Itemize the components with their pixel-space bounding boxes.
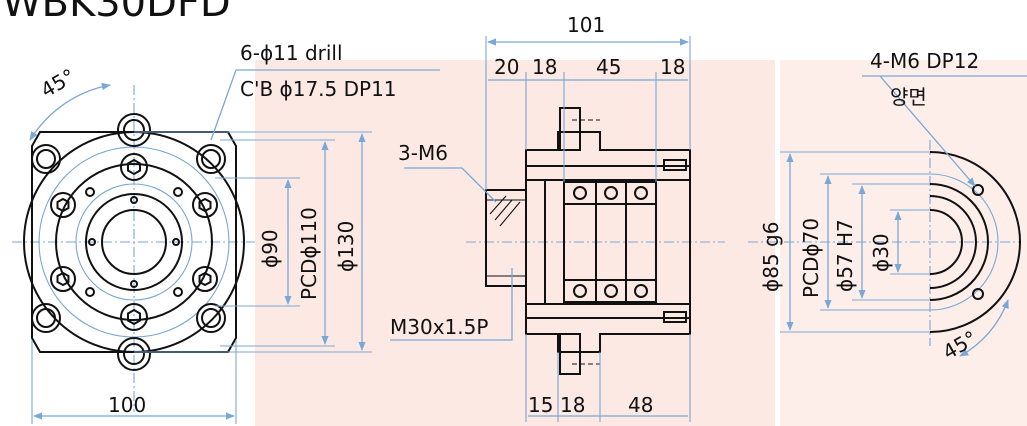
- rear-dim-phi30-label: ϕ30: [869, 233, 893, 272]
- rear-tap-note-sub: 양면: [890, 85, 927, 109]
- front-dim-width-label: 100: [108, 393, 146, 417]
- rear-angle-arc: [959, 299, 1009, 357]
- front-socket-bolt: [192, 266, 218, 292]
- side-thread-leader: [390, 268, 513, 341]
- front-view: 45° 6-ϕ11 drill C'B ϕ17.5 DP11 ϕ90 PCDϕ1…: [12, 41, 440, 424]
- front-small-hole: [173, 187, 183, 197]
- side-bearing: [625, 279, 657, 303]
- side-nut-hatch: [494, 199, 513, 221]
- side-dim-20-label: 20: [494, 55, 519, 79]
- side-tap-leader: [404, 167, 497, 203]
- side-thread-note: M30x1.5P: [390, 315, 488, 339]
- side-dim-48-label: 48: [628, 393, 653, 417]
- front-dim-phi90-label: ϕ90: [258, 229, 282, 268]
- front-socket-bolt: [192, 192, 218, 218]
- front-counterbore-hole: [117, 113, 151, 147]
- side-dim-18a-label: 18: [532, 55, 557, 79]
- model-title: WBK30DFD: [2, 0, 231, 26]
- rear-tap-hole: [972, 184, 984, 196]
- front-socket-bolt: [50, 266, 76, 292]
- rear-dim-pcd-label: PCDϕ70: [799, 218, 823, 298]
- side-ball: [604, 186, 618, 200]
- rear-bore-arc: [929, 183, 989, 301]
- side-tap-hole: [663, 311, 687, 323]
- front-small-hole: [172, 238, 180, 246]
- side-counterbore: [559, 107, 581, 151]
- side-nut-hatch: [489, 195, 507, 215]
- front-hole-note-line2: C'B ϕ17.5 DP11: [240, 77, 397, 101]
- watermark-band-right: [780, 60, 1027, 426]
- front-counterbore-hole: [31, 144, 61, 174]
- front-small-hole: [85, 287, 95, 297]
- front-small-hole: [173, 287, 183, 297]
- front-angle-arc: [29, 82, 111, 141]
- side-dim-18b-label: 18: [660, 55, 685, 79]
- rear-dim-phi57-label: ϕ57 H7: [833, 219, 857, 292]
- watermark: [255, 60, 1027, 426]
- side-ball: [573, 284, 587, 298]
- front-small-hole: [130, 280, 138, 288]
- side-bearing: [625, 181, 657, 205]
- side-dim-45-label: 45: [596, 55, 621, 79]
- front-counterbore-hole: [31, 303, 61, 333]
- side-nut-hatch: [499, 201, 521, 227]
- watermark-band: [255, 60, 775, 426]
- front-body-circle: [55, 163, 213, 321]
- side-tap-note: 3-M6: [398, 141, 448, 165]
- front-hole-note-line1: 6-ϕ11 drill: [240, 41, 343, 65]
- front-hole-leader: [210, 69, 440, 141]
- side-ball: [634, 284, 648, 298]
- rear-tap-note: 4-M6 DP12: [870, 49, 979, 73]
- front-inner-pcd-circle: [75, 183, 193, 301]
- front-counterbore-hole: [196, 303, 226, 333]
- side-dim-101-label: 101: [567, 13, 605, 37]
- side-tap-hole: [663, 159, 687, 171]
- front-socket-bolt: [50, 192, 76, 218]
- side-ball: [604, 284, 618, 298]
- front-counterbore-hole: [196, 144, 226, 174]
- rear-tap-hole: [972, 288, 984, 300]
- side-counterbore: [559, 333, 581, 375]
- side-dim-15-label: 15: [528, 393, 553, 417]
- front-dim-phi130-label: ϕ130: [334, 221, 358, 272]
- front-small-hole: [88, 238, 96, 246]
- rear-inner-arc: [929, 209, 963, 275]
- front-small-hole: [85, 187, 95, 197]
- rear-shaft-arc: [929, 195, 977, 289]
- rear-dim-phi85-label: ϕ85 g6: [759, 222, 783, 292]
- front-dim-pcd-label: PCDϕ110: [297, 207, 321, 300]
- front-angle-label: 45°: [37, 64, 80, 103]
- front-hub-circle: [85, 193, 183, 291]
- front-socket-bolt: [120, 303, 148, 331]
- side-ball: [634, 186, 648, 200]
- front-bore-circle: [101, 209, 167, 275]
- front-small-hole: [130, 196, 138, 204]
- side-dim-18c-label: 18: [560, 393, 585, 417]
- side-view: 101 20 18 45 18 3-M6 M30x1.5P 15 18 48: [390, 13, 725, 422]
- front-socket-bolt: [120, 153, 148, 181]
- side-ball: [573, 186, 587, 200]
- front-counterbore-hole: [117, 337, 151, 371]
